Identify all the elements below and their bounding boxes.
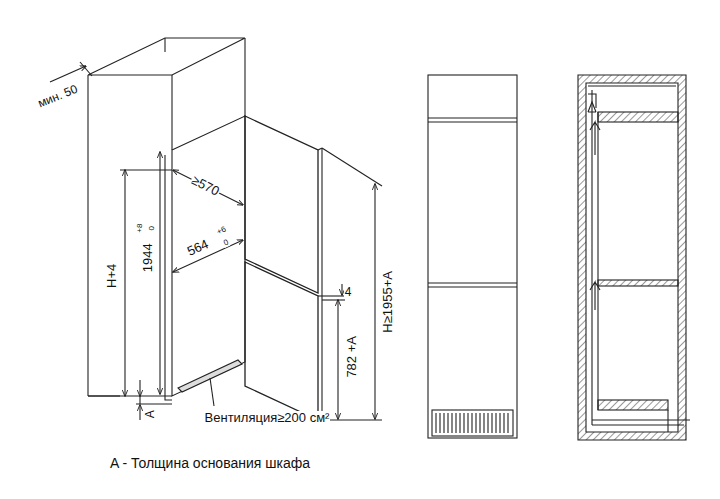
side-section [578,75,690,440]
tolerance-label: +8 [137,222,145,233]
dimension-label: A [144,409,157,419]
dimension-label: ≥570 [188,173,222,199]
callout-label: Вентиляция≥200 см² [204,411,331,425]
dimension-label: 4 [344,286,353,299]
dimension-label: 564 [184,237,211,259]
tolerance-label: +6 [215,225,229,237]
tolerance-label: 0 [148,225,156,231]
dimension-label: H≥1955+A [381,270,395,334]
tolerance-label: 0 [221,238,230,248]
dimension-label: 782 +A [345,335,359,379]
front-view [428,75,517,438]
dimension-label: H+4 [105,263,119,289]
cabinet-and-fridge [50,38,382,420]
note-label: A - Толщина основания шкафа [109,456,311,471]
dimension-label: 1944 [140,243,154,274]
dimension-label: мин. 50 [35,82,80,110]
